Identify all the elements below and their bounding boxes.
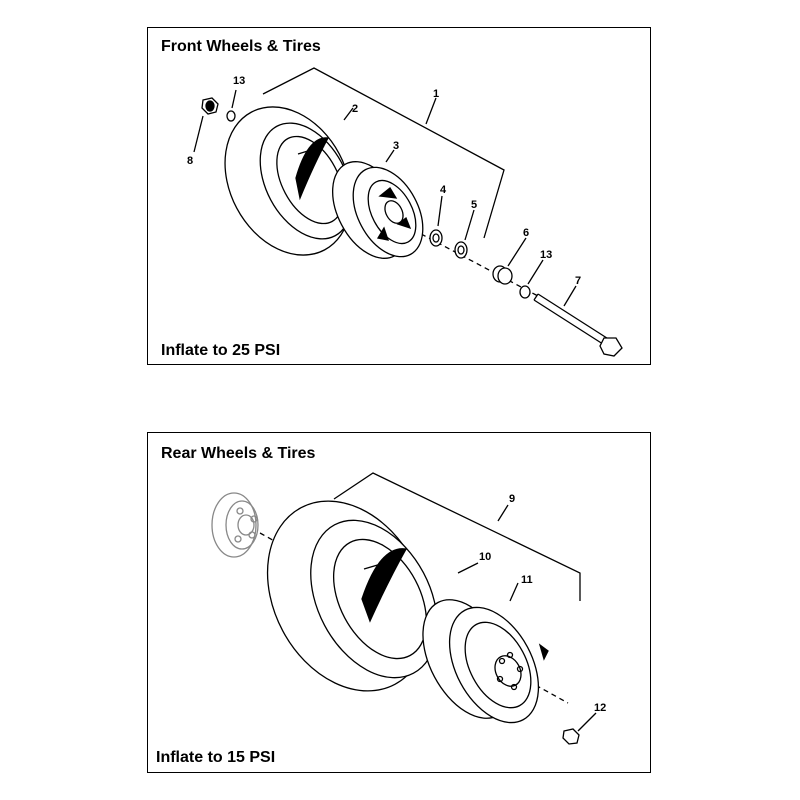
leader-4	[437, 195, 443, 227]
leader-8	[193, 115, 204, 153]
rear-hub	[211, 492, 259, 558]
leader-6	[507, 237, 527, 267]
rear-assembly-bracket	[333, 472, 581, 601]
front-inflation-note: Inflate to 25 PSI	[161, 342, 281, 359]
front-washer-5	[454, 241, 468, 259]
rear-wheel-exploded-diagram: 9 10 11 12	[211, 472, 606, 745]
callout-2: 2	[352, 103, 358, 115]
callout-1: 1	[433, 88, 439, 100]
callout-13-right: 13	[540, 249, 552, 261]
callout-11: 11	[521, 574, 533, 586]
rear-panel-title: Rear Wheels & Tires	[161, 445, 316, 462]
callout-8: 8	[187, 155, 193, 167]
leader-9	[497, 504, 509, 522]
callout-10: 10	[479, 551, 491, 563]
rear-tire	[266, 500, 438, 692]
leader-3	[385, 149, 395, 163]
rear-wheels-panel: Rear Wheels & Tires Inflate to 15 PSI	[147, 432, 651, 773]
front-washer-13-right	[519, 285, 531, 299]
leader-2	[343, 107, 354, 121]
leader-10	[457, 562, 479, 574]
front-rim	[332, 161, 424, 259]
front-nut	[201, 97, 219, 115]
front-axle-bolt	[533, 293, 623, 357]
leader-12	[577, 712, 597, 732]
rear-lug-nut	[562, 728, 580, 745]
leader-13-left	[231, 89, 237, 109]
front-assembly-bracket	[262, 67, 505, 239]
front-wheels-panel: Front Wheels & Tires Inflate to 25 PSI	[147, 27, 651, 365]
callout-9: 9	[509, 493, 515, 505]
callout-3: 3	[393, 140, 399, 152]
front-wheel-exploded-diagram: 1 2 3 4 5 6 7 8 13 13	[187, 67, 623, 357]
leader-13-right	[527, 259, 544, 285]
front-spacer-6	[492, 265, 513, 285]
front-panel-title: Front Wheels & Tires	[161, 38, 321, 55]
leader-1	[425, 97, 437, 125]
front-bearing	[429, 229, 443, 247]
front-washer-13-left	[226, 110, 236, 122]
callout-5: 5	[471, 199, 477, 211]
front-tire	[224, 106, 353, 256]
callout-6: 6	[523, 227, 529, 239]
leader-5	[464, 209, 475, 241]
rear-inflation-note: Inflate to 15 PSI	[156, 749, 276, 766]
callout-7: 7	[575, 275, 581, 287]
leader-11	[509, 582, 519, 602]
callout-12: 12	[594, 702, 606, 714]
rear-rim	[422, 599, 549, 724]
callout-4: 4	[440, 184, 447, 196]
callout-13-left: 13	[233, 75, 245, 87]
leader-7	[563, 285, 577, 307]
